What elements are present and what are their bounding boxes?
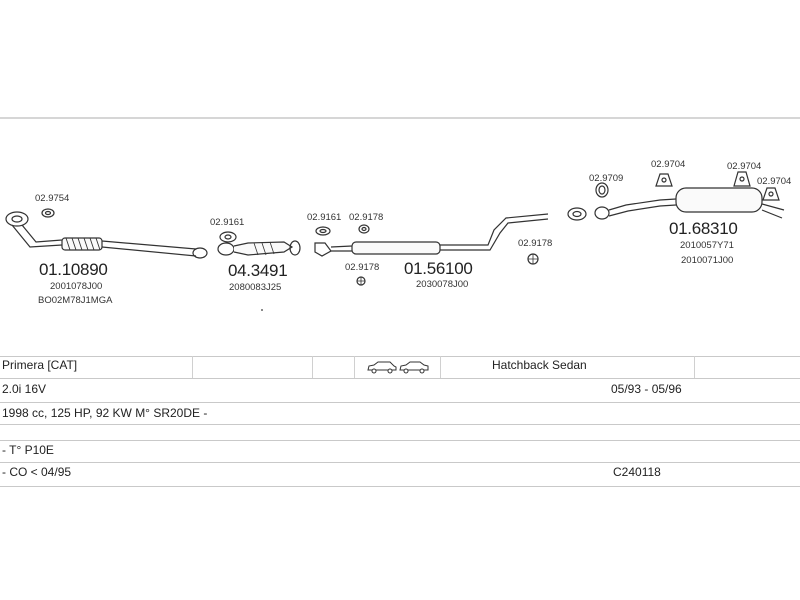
table-divider [192, 356, 193, 378]
table-divider [312, 356, 313, 378]
hanger-number-02-9704: 02.9704 [757, 176, 791, 187]
catalytic-converter-gasket[interactable] [219, 231, 237, 243]
rubber-hanger[interactable] [733, 171, 751, 187]
front-pipe-part[interactable] [5, 211, 208, 259]
part-number-01-10890: 01.10890 [39, 260, 108, 279]
car-hatchback-icon [367, 361, 429, 374]
gasket-number-02-9709: 02.9709 [589, 173, 623, 184]
mount-number-02-9178: 02.9178 [345, 262, 379, 273]
table-divider [354, 356, 355, 378]
mount-number-02-9178: 02.9178 [518, 238, 552, 249]
oe-number: BO02M78J1MGA [38, 295, 113, 306]
table-rule [0, 462, 800, 463]
front-pipe-gasket[interactable] [41, 208, 55, 218]
gasket-number-02-9161: 02.9161 [307, 212, 341, 223]
oe-number: 2010071J00 [681, 255, 733, 266]
rubber-mount[interactable] [527, 253, 539, 265]
middle-silencer-part[interactable] [314, 207, 587, 257]
production-years: 05/93 - 05/96 [611, 382, 682, 396]
vehicle-type: - T° P10E [2, 443, 54, 457]
rubber-mount[interactable] [356, 276, 366, 286]
part-number-04-3491: 04.3491 [228, 261, 287, 280]
gasket-number-02-9161: 02.9161 [210, 217, 244, 228]
marker-dot [261, 309, 263, 311]
rubber-hanger[interactable] [762, 187, 780, 201]
catalogue-code: C240118 [613, 465, 661, 479]
body-type: Hatchback Sedan [492, 358, 587, 372]
engine-variant: 2.0i 16V [2, 382, 47, 396]
ring-gasket[interactable] [595, 182, 609, 198]
oe-number: 2080083J25 [229, 282, 281, 293]
middle-silencer-gasket[interactable] [358, 224, 370, 234]
table-rule [0, 402, 800, 403]
part-number-01-68310: 01.68310 [669, 219, 738, 238]
rear-silencer-part[interactable] [594, 187, 785, 220]
emission-note: - CO < 04/95 [2, 465, 72, 479]
gasket-number-02-9754: 02.9754 [35, 193, 69, 204]
middle-silencer-gasket[interactable] [315, 226, 331, 236]
table-divider [694, 356, 695, 378]
hanger-number-02-9704: 02.9704 [727, 161, 761, 172]
body-type-icons [366, 359, 430, 375]
oe-number: 2001078J00 [50, 281, 102, 292]
table-rule [0, 440, 800, 441]
table-rule [0, 356, 800, 357]
engine-spec: 1998 cc, 125 HP, 92 KW M° SR20DE - [2, 406, 208, 420]
hanger-number-02-9704: 02.9704 [651, 159, 685, 170]
table-rule [0, 486, 800, 487]
rubber-hanger[interactable] [655, 173, 673, 187]
vehicle-model: Primera [CAT] [2, 358, 78, 372]
oe-number: 2030078J00 [416, 279, 468, 290]
table-rule [0, 424, 800, 425]
catalytic-converter-part[interactable] [217, 240, 301, 256]
table-divider [440, 356, 441, 378]
table-rule [0, 378, 800, 379]
gasket-number-02-9178: 02.9178 [349, 212, 383, 223]
part-number-01-56100: 01.56100 [404, 259, 473, 278]
oe-number: 2010057Y71 [680, 240, 734, 251]
